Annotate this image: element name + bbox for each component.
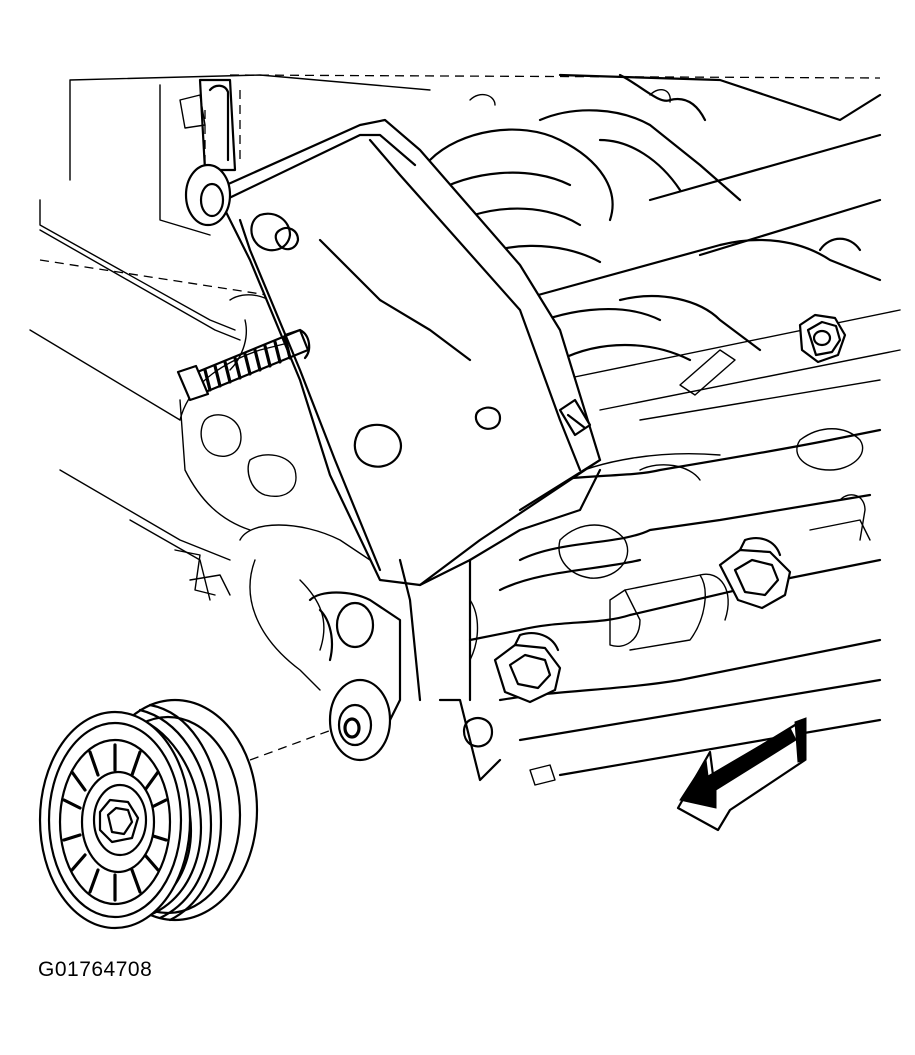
idler-pulley-icon xyxy=(38,698,259,930)
manifold-bolt-left xyxy=(493,632,562,704)
pulley-mount-boss xyxy=(308,591,402,762)
direction-arrow-icon xyxy=(676,717,807,832)
threaded-bolt xyxy=(176,328,311,402)
cylinder-head xyxy=(428,73,901,481)
upper-mount-stud xyxy=(179,78,237,227)
engine-block-outline xyxy=(29,74,431,691)
manifold-bolt-center xyxy=(718,537,792,610)
bracket-side-bolt xyxy=(558,398,592,437)
head-bolt-upper xyxy=(798,313,847,364)
accessory-bracket xyxy=(213,118,602,782)
figure-id-label: G01764708 xyxy=(38,958,153,981)
